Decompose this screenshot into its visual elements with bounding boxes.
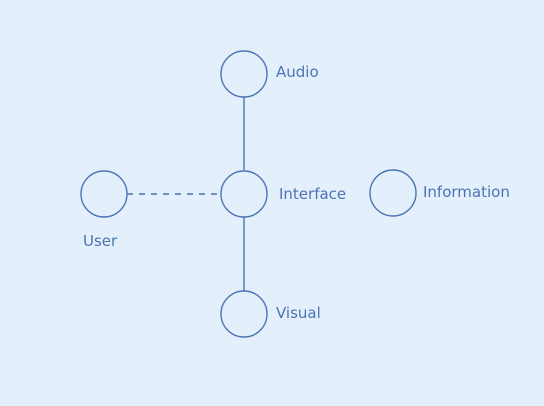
node-interface: Interface	[220, 170, 346, 218]
node-interface-label: Interface	[279, 185, 346, 203]
node-audio-circle	[220, 50, 268, 98]
node-audio: Audio	[220, 50, 319, 98]
node-user: User	[80, 170, 128, 250]
node-user-circle	[80, 170, 128, 218]
node-visual-label: Visual	[276, 304, 321, 322]
node-information-label: Information	[423, 183, 510, 201]
node-information: Information	[369, 169, 510, 217]
node-visual-circle	[220, 290, 268, 338]
node-information-circle	[369, 169, 417, 217]
node-interface-circle	[220, 170, 268, 218]
node-audio-label: Audio	[276, 63, 319, 81]
node-user-label: User	[83, 232, 118, 250]
node-visual: Visual	[220, 290, 321, 338]
